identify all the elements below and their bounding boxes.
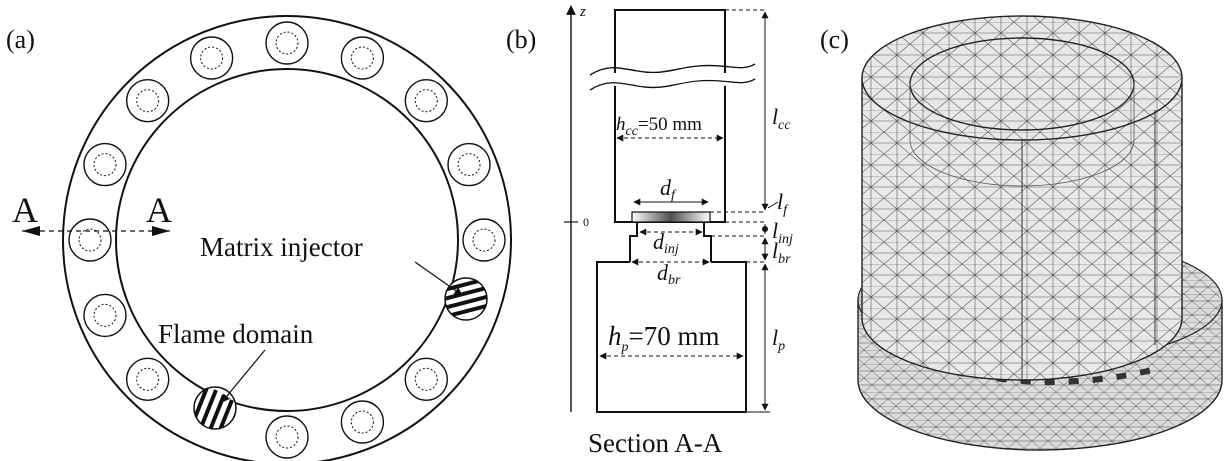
panel-a: (a) [6,15,512,461]
flame-hatch-icon [194,387,236,429]
injector-inner-circle-icon [136,89,160,113]
injector-inner-circle-icon [414,89,438,113]
injector-circle-icon [125,78,170,123]
injector-circle-icon [83,142,127,187]
l-inj-label: linj [772,218,793,247]
section-marker-right: A [146,190,172,230]
injector-tube [629,222,712,262]
injector-inner-circle-icon [350,46,374,70]
l-f-leader [767,201,779,209]
panel-c: (c) [820,15,1223,451]
injector-circle-icon [340,400,385,444]
injector-inner-circle-icon [275,31,299,55]
section-arrow-right [152,226,170,236]
injector-circle-icon [189,36,234,80]
l-f-label: lf [777,189,789,218]
z-axis-label: z [579,4,586,20]
injector-circle-icon [447,142,491,187]
injector-circle-icon [68,218,112,262]
l-br-label: lbr [772,238,791,267]
d-f-label: df [660,175,677,203]
section-arrow-left [22,226,40,236]
panel-b-label: (b) [506,25,536,54]
section-marker-left: A [12,190,38,230]
injector-circle-icon [265,415,309,459]
injector-inner-circle-icon [350,410,374,434]
section-caption: Section A-A [588,428,723,458]
mesh-model [857,15,1223,451]
panel-a-label: (a) [6,25,35,54]
injector-circle-icon [125,357,170,402]
injector-inner-circle-icon [93,153,117,177]
flame-domain-label: Flame domain [158,319,314,349]
l-cc-label: lcc [772,104,791,133]
mesh-chamber-opening [909,37,1135,131]
h-cc-label: hcc=50 mm [616,114,702,139]
panel-c-label: (c) [820,25,849,54]
flame-slab [631,211,711,223]
matrix-injector-label: Matrix injector [200,232,363,262]
injector-inner-circle-icon [472,228,496,252]
injector-circle-icon [404,78,449,123]
matrix-stripes-icon [445,278,487,319]
injector-circle-icon [404,357,449,402]
l-inj-marker [762,226,768,232]
matrix-injector [444,277,488,321]
d-br-label: dbr [657,260,681,288]
injector-circle-icon [462,218,506,262]
injector-circle-icon [340,36,385,80]
outer-ring [62,15,512,461]
matrix-leader-arrow [414,261,463,296]
injector-inner-circle-icon [414,367,438,391]
panel-b: (b) z 0 hcc=50 mm df dinj dbr hp=70 mm [506,4,793,458]
plenum [596,261,747,413]
injector-ring [68,21,506,459]
inner-ring [115,68,459,412]
injector-inner-circle-icon [457,153,481,177]
injector-circle-icon [265,21,309,65]
l-p-label: lp [772,325,785,354]
injector-inner-circle-icon [93,303,117,327]
injector-inner-circle-icon [275,425,299,449]
h-p-label: hp=70 mm [608,321,719,355]
injector-inner-circle-icon [136,367,160,391]
flame-leader-arrow [221,349,266,403]
injector-inner-circle-icon [78,228,102,252]
injector-inner-circle-icon [200,46,224,70]
d-inj-label: dinj [653,229,679,257]
flame-domain-injector [193,386,237,430]
zero-label: 0 [583,215,589,229]
injector-circle-icon [83,293,127,338]
break-gap [612,73,728,86]
